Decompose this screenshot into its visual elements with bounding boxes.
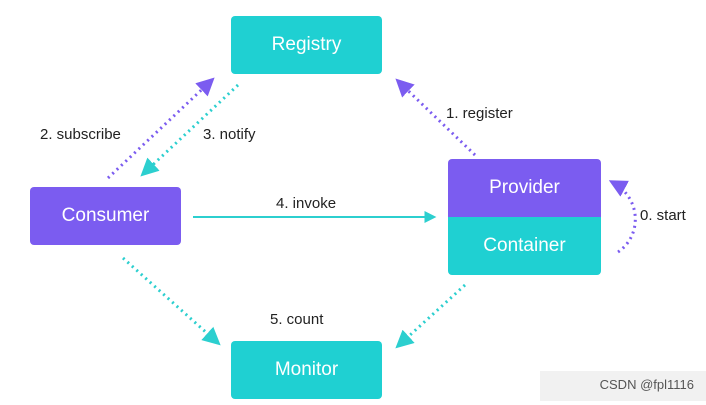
registry-node: Registry bbox=[231, 16, 382, 74]
container-node: Container bbox=[448, 217, 601, 275]
consumer-to-monitor-arrow bbox=[121, 256, 221, 346]
subscribe-arrow bbox=[106, 77, 215, 180]
watermark-text: CSDN @fpl1116 bbox=[599, 377, 694, 392]
start-arrow bbox=[608, 180, 637, 254]
notify-label: 3. notify bbox=[203, 126, 256, 143]
count-label: 5. count bbox=[270, 311, 324, 328]
notify-arrow bbox=[140, 83, 240, 177]
provider-node: Provider bbox=[448, 159, 601, 217]
invoke-label: 4. invoke bbox=[276, 195, 337, 212]
consumer-node: Consumer bbox=[30, 187, 181, 245]
monitor-node: Monitor bbox=[231, 341, 382, 399]
watermark-background bbox=[540, 371, 706, 401]
start-label: 0. start bbox=[640, 207, 686, 224]
subscribe-label: 2. subscribe bbox=[40, 126, 121, 143]
container-to-monitor-arrow bbox=[395, 283, 467, 349]
register-label: 1. register bbox=[446, 105, 513, 122]
